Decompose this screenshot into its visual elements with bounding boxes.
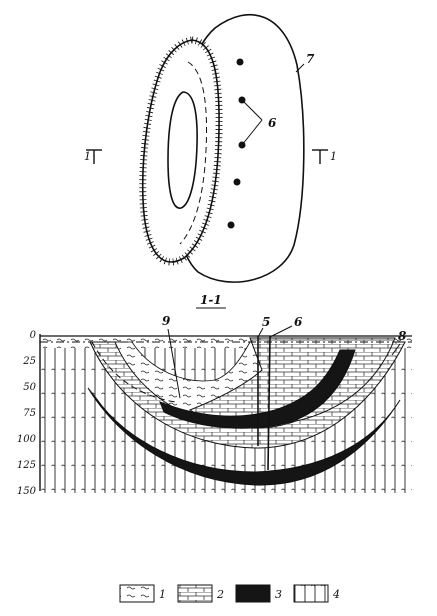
depth-tick-label: 0 [30, 330, 37, 341]
brick-hatch-icon [177, 584, 213, 603]
vertical-hatch-icon [293, 584, 329, 603]
legend: 1 2 3 4 [119, 584, 340, 603]
lower-coal-seam [87, 387, 401, 486]
leader-5 [257, 327, 264, 338]
legend-num: 1 [159, 588, 166, 601]
callout-9: 9 [162, 314, 171, 328]
depth-tick-label: 150 [17, 486, 37, 497]
borehole-dot [233, 178, 241, 186]
callout-7: 7 [306, 52, 315, 66]
leader-6a [241, 99, 263, 121]
legend-item-2: 2 [177, 584, 224, 603]
inner-pit [167, 91, 198, 209]
section-mark-right-label: 1 [330, 150, 337, 163]
depth-tick-label: 50 [23, 382, 36, 393]
depth-scale: 0 25 50 75 100 125 150 [17, 330, 41, 497]
callout-5: 5 [262, 315, 270, 329]
depth-tick-label: 25 [22, 356, 36, 367]
callout-8: 8 [398, 329, 407, 343]
section-mark-left-label: 1 [84, 150, 91, 163]
section-mark-left: 1 [84, 149, 102, 164]
leader-6-section [269, 325, 293, 338]
depth-tick-label: 100 [17, 434, 37, 445]
callout-6-section: 6 [294, 315, 303, 329]
legend-num: 2 [216, 588, 224, 601]
leader-7 [295, 63, 305, 73]
callout-6-plan: 6 [268, 116, 277, 130]
section-title: 1-1 [200, 293, 222, 307]
leader-6b [241, 119, 263, 146]
borehole-dot [227, 221, 235, 229]
legend-num: 3 [275, 588, 282, 601]
dashed-contour [179, 61, 208, 245]
section-mark-right: 1 [312, 149, 337, 164]
legend-item-3: 3 [235, 584, 282, 603]
leader-9 [167, 328, 181, 399]
legend-num: 4 [332, 588, 340, 601]
pit-outline [139, 36, 223, 266]
upper-coal-seam [159, 349, 356, 429]
borehole-dot [236, 58, 244, 66]
borehole-6 [267, 335, 271, 471]
dashed-contour-section [91, 341, 176, 403]
cross-section: 1-1 5 [17, 293, 412, 497]
depth-tick-label: 75 [23, 408, 36, 419]
legend-item-4: 4 [293, 584, 340, 603]
legend-item-1: 1 [119, 584, 166, 603]
leader-8 [391, 343, 401, 356]
plan-view: 6 7 1 1 [84, 13, 337, 283]
depth-tick-label: 125 [17, 460, 36, 471]
wavy-hatch-icon [119, 584, 155, 603]
solid-black-icon [235, 584, 271, 603]
